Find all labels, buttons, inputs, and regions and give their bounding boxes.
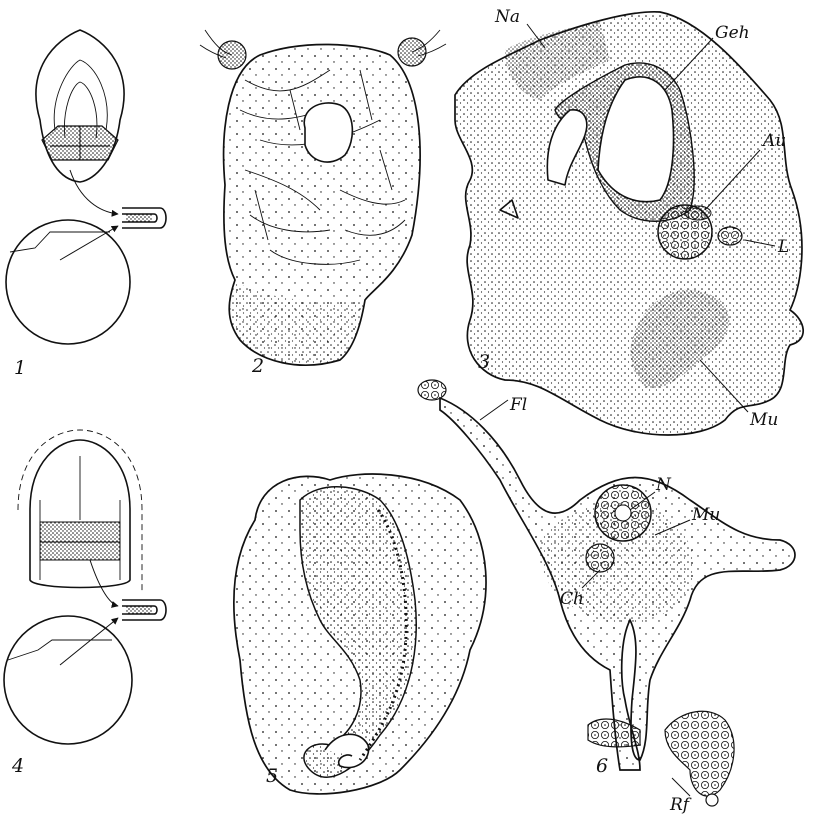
host-embryo-fold <box>10 232 110 252</box>
label-rf: Rf <box>669 795 692 815</box>
panel-number-1: 1 <box>14 357 26 379</box>
label-au: Au <box>761 131 786 151</box>
section6-notochord <box>586 544 614 572</box>
panel-4-transplant-scheme: 4 <box>4 430 166 777</box>
label-geh: Geh <box>715 23 750 43</box>
host-embryo-outline-4 <box>4 616 132 744</box>
label-l: L <box>777 237 789 257</box>
panel-3-section: Na Geh Au L Mu 3 <box>455 7 803 435</box>
label-na: Na <box>494 7 520 27</box>
label-mu-3: Mu <box>749 410 778 430</box>
panel-5-explant: 5 <box>234 474 486 794</box>
host-embryo-fold-4 <box>8 640 112 660</box>
panel-number-3: 3 <box>478 351 490 373</box>
panel-number-6: 6 <box>596 755 608 777</box>
arrow-donor-to-graft-4 <box>90 560 118 606</box>
leader-fl <box>480 400 508 420</box>
panel-number-2: 2 <box>251 355 264 377</box>
label-mu-6: Mu <box>691 505 720 525</box>
section6-loose-cell <box>706 794 718 806</box>
label-n: N <box>655 475 672 495</box>
host-embryo-outline <box>6 220 130 344</box>
panel-1-transplant-scheme: 1 <box>6 30 166 379</box>
section6-cell-cluster <box>665 711 734 796</box>
label-fl: Fl <box>509 395 527 415</box>
graft-fragment-4-fill <box>126 606 152 614</box>
section6-fin-tip <box>418 380 446 400</box>
graft-fragment-fill <box>126 214 152 222</box>
arrow-graft-to-host <box>60 226 118 260</box>
donor-graft-area-4 <box>40 522 120 560</box>
panel-2-embryo-explant: 2 <box>200 30 446 377</box>
arrow-graft-to-host-4 <box>60 618 118 665</box>
explant-vesicle <box>304 103 352 162</box>
panel-number-5: 5 <box>266 765 278 787</box>
leader-rf <box>672 778 690 796</box>
donor-embryo-inner-ring <box>54 60 107 130</box>
section6-neural-canal <box>615 505 631 521</box>
section-lens <box>718 227 742 245</box>
label-ch: Ch <box>560 589 584 609</box>
panel-number-4: 4 <box>11 755 24 777</box>
